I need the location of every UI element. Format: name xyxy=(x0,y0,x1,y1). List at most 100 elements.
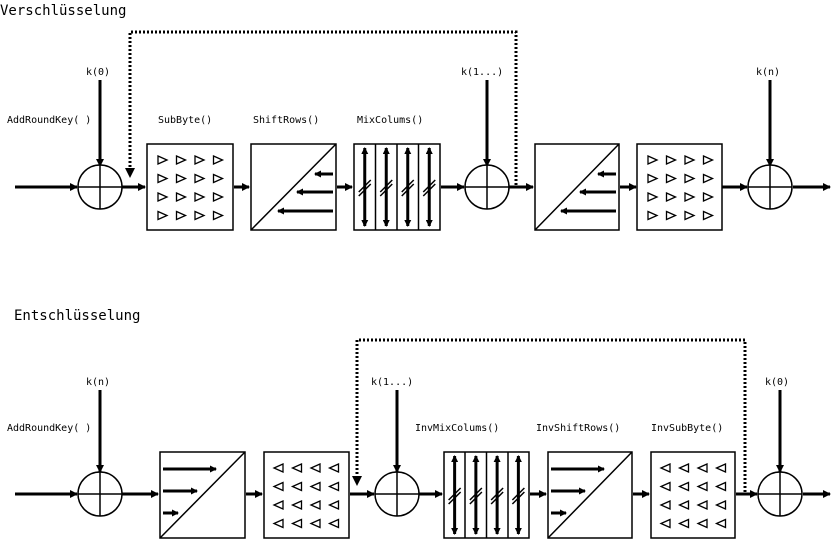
enc-xor-last xyxy=(747,164,793,210)
dec-invshiftrows-label: InvShiftRows() xyxy=(536,423,620,434)
triangle-glyph xyxy=(309,462,321,474)
triangle-glyph xyxy=(647,154,659,166)
enc-round-loop-arrowhead xyxy=(125,168,135,178)
triangle-glyph xyxy=(665,191,678,203)
triangle-glyph xyxy=(175,210,188,221)
dec-round-loop-arrowhead xyxy=(352,476,362,486)
dec-addroundkey-label: AddRoundKey( ) xyxy=(7,423,91,434)
triangle-glyph xyxy=(702,173,715,184)
dec-xor-last xyxy=(757,471,803,517)
column-slash-mark xyxy=(490,487,504,501)
dec-key-first-label: k(n) xyxy=(86,377,110,388)
enc-xor-first xyxy=(77,164,123,210)
triangle-glyph xyxy=(212,173,225,184)
column-slash-mark xyxy=(358,183,372,197)
triangle-glyph xyxy=(290,481,303,492)
column-slash-mark xyxy=(511,487,525,501)
triangle-glyph xyxy=(157,210,169,221)
triangle-glyph xyxy=(677,481,690,492)
triangle-glyph xyxy=(659,462,671,474)
triangle-glyph xyxy=(647,191,659,203)
dec-invshiftrows-box xyxy=(159,451,246,539)
triangle-glyph xyxy=(702,210,715,221)
triangle-glyph xyxy=(677,499,690,511)
encryption-heading: Verschlüsselung xyxy=(0,3,126,19)
triangle-glyph xyxy=(157,191,169,203)
enc-subbyte-triangles-2 xyxy=(647,154,715,221)
triangle-glyph xyxy=(327,462,340,474)
enc-xor-middle xyxy=(464,164,510,210)
enc-mixcolums-box xyxy=(353,143,441,231)
enc-key-middle-label: k(1...) xyxy=(461,67,503,78)
triangle-glyph xyxy=(659,518,671,529)
triangle-glyph xyxy=(684,173,696,184)
triangle-glyph xyxy=(194,210,206,221)
enc-shiftrows-box-2 xyxy=(534,143,620,231)
triangle-glyph xyxy=(194,154,206,166)
triangle-glyph xyxy=(175,191,188,203)
triangle-glyph xyxy=(677,462,690,474)
triangle-glyph xyxy=(309,481,321,492)
triangle-glyph xyxy=(714,499,727,511)
column-slash-mark xyxy=(422,183,436,197)
triangle-glyph xyxy=(272,481,284,492)
triangle-glyph xyxy=(175,154,188,166)
column-slash-mark xyxy=(379,179,393,193)
dec-invsubbyte-label: InvSubByte() xyxy=(651,423,723,434)
triangle-glyph xyxy=(272,462,284,474)
triangle-glyph xyxy=(157,173,169,184)
triangle-glyph xyxy=(659,499,671,511)
enc-key-last-label: k(n) xyxy=(756,67,780,78)
triangle-glyph xyxy=(175,173,188,184)
triangle-glyph xyxy=(702,154,715,166)
column-slash-mark xyxy=(422,179,436,193)
encryption-section: Verschlüsselung AddRoundKey( ) SubByte()… xyxy=(0,3,831,231)
triangle-glyph xyxy=(696,499,708,511)
dec-invmixcolums-box xyxy=(443,451,530,539)
triangle-glyph xyxy=(647,210,659,221)
triangle-glyph xyxy=(212,154,225,166)
triangle-glyph xyxy=(194,173,206,184)
triangle-glyph xyxy=(714,481,727,492)
decryption-heading: Entschlüsselung xyxy=(14,308,140,324)
dec-invsubbyte-triangles xyxy=(272,462,340,529)
triangle-glyph xyxy=(327,499,340,511)
dec-key-middle-label: k(1...) xyxy=(371,377,413,388)
enc-addroundkey-label: AddRoundKey( ) xyxy=(7,115,91,126)
triangle-glyph xyxy=(684,154,696,166)
triangle-glyph xyxy=(702,191,715,203)
column-slash-mark xyxy=(448,491,462,505)
triangle-glyph xyxy=(272,499,284,511)
decryption-section: Entschlüsselung AddRoundKey( ) InvMixCol… xyxy=(7,308,831,539)
triangle-glyph xyxy=(684,210,696,221)
triangle-glyph xyxy=(212,191,225,203)
triangle-glyph xyxy=(659,481,671,492)
triangle-glyph xyxy=(696,481,708,492)
column-slash-mark xyxy=(448,487,462,501)
triangle-glyph xyxy=(647,173,659,184)
dec-xor-first xyxy=(77,471,123,517)
triangle-glyph xyxy=(684,191,696,203)
triangle-glyph xyxy=(309,518,321,529)
triangle-glyph xyxy=(309,499,321,511)
dec-invshiftrows-box-2 xyxy=(547,451,633,539)
triangle-glyph xyxy=(665,210,678,221)
triangle-glyph xyxy=(714,518,727,529)
dec-key-last-label: k(0) xyxy=(765,377,789,388)
column-slash-mark xyxy=(469,487,483,501)
column-slash-mark xyxy=(401,183,415,197)
triangle-glyph xyxy=(212,210,225,221)
dec-xor-middle xyxy=(374,471,420,517)
enc-subbyte-label: SubByte() xyxy=(158,115,212,126)
column-slash-mark xyxy=(358,179,372,193)
triangle-glyph xyxy=(272,518,284,529)
triangle-glyph xyxy=(290,499,303,511)
dec-invsubbyte-triangles-2 xyxy=(659,462,727,529)
column-slash-mark xyxy=(469,491,483,505)
triangle-glyph xyxy=(290,518,303,529)
column-slash-mark xyxy=(401,179,415,193)
triangle-glyph xyxy=(665,154,678,166)
enc-mixcolums-label: MixColums() xyxy=(357,115,423,126)
triangle-glyph xyxy=(157,154,169,166)
